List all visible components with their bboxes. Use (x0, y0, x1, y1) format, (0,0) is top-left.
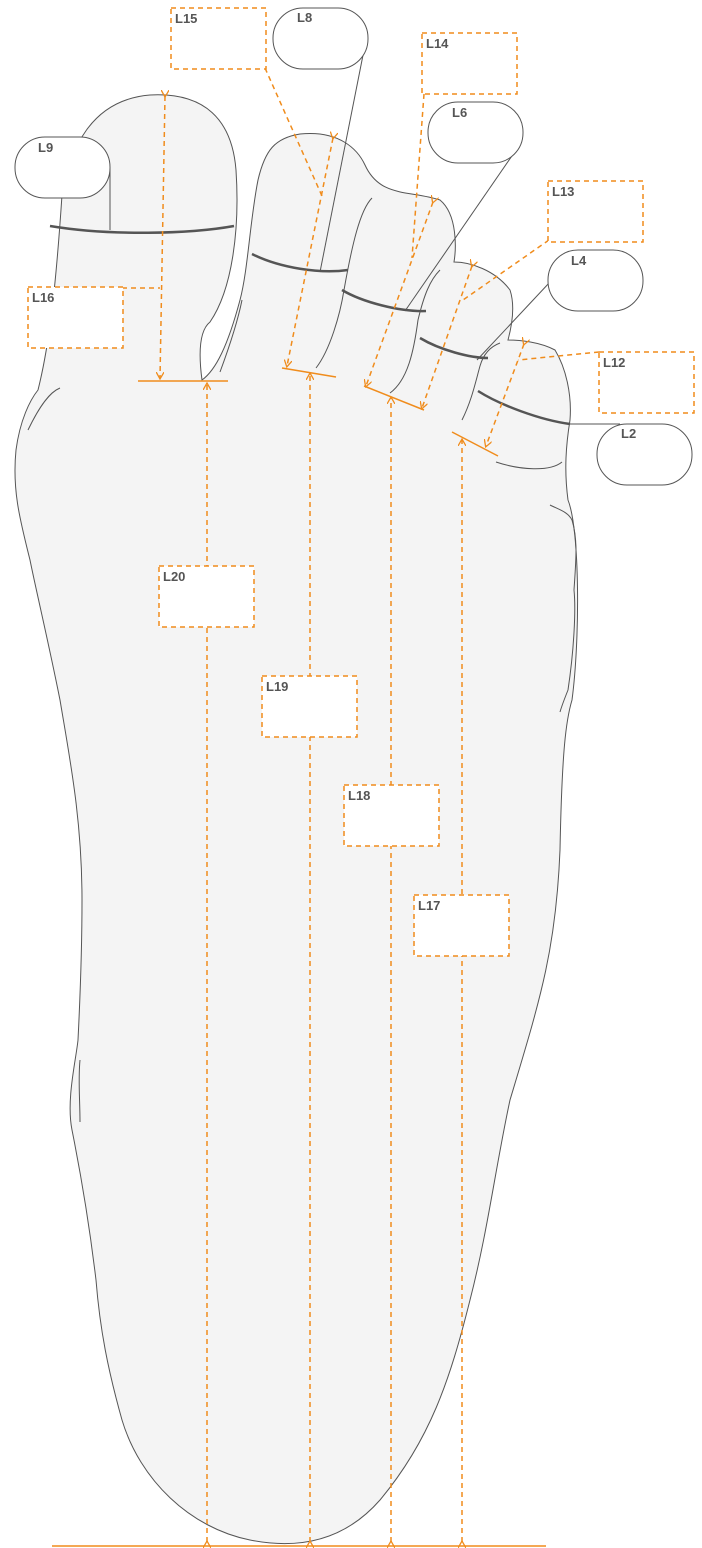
foot-sole-outline (14, 94, 579, 1545)
box-l16: L16 (27, 286, 124, 349)
box-l20: L20 (158, 565, 255, 628)
label-l19: L19 (266, 679, 288, 694)
pill-l8: L8 (272, 7, 369, 70)
label-l8: L8 (297, 10, 312, 25)
label-l9: L9 (38, 140, 53, 155)
toe-gap-5 (495, 461, 563, 470)
label-l16: L16 (32, 290, 54, 305)
pill-l2: L2 (596, 423, 693, 486)
pill-l9: L9 (14, 136, 111, 199)
label-l13: L13 (552, 184, 574, 199)
l16-measure-line (160, 96, 165, 378)
contour-detail (27, 387, 61, 431)
label-l18: L18 (348, 788, 370, 803)
leader-l14 (411, 93, 425, 259)
l13-measure-line (422, 266, 472, 408)
contour-detail (78, 1059, 81, 1123)
toe-ring-big (49, 224, 235, 234)
box-l17: L17 (413, 894, 510, 957)
toe4-baseline (451, 431, 499, 457)
l14-measure-line (366, 202, 433, 386)
l12-measure-line (486, 344, 524, 446)
label-l14: L14 (426, 36, 449, 51)
pill-l4: L4 (547, 249, 644, 312)
box-l19: L19 (261, 675, 358, 738)
label-l4: L4 (571, 253, 587, 268)
label-l15: L15 (175, 11, 197, 26)
box-l15: L15 (170, 7, 267, 70)
box-l18: L18 (343, 784, 440, 847)
label-l6: L6 (452, 105, 467, 120)
box-l13: L13 (547, 180, 644, 243)
pill-l6: L6 (427, 101, 524, 164)
label-l2: L2 (621, 426, 636, 441)
contour-detail (549, 504, 577, 713)
box-l12: L12 (598, 351, 695, 414)
l15-measure-line (287, 138, 333, 366)
leader-l12 (517, 351, 600, 361)
box-l14: L14 (421, 32, 518, 95)
toe-gap-1 (219, 299, 243, 373)
label-l17: L17 (418, 898, 440, 913)
label-l20: L20 (163, 569, 185, 584)
label-l12: L12 (603, 355, 625, 370)
